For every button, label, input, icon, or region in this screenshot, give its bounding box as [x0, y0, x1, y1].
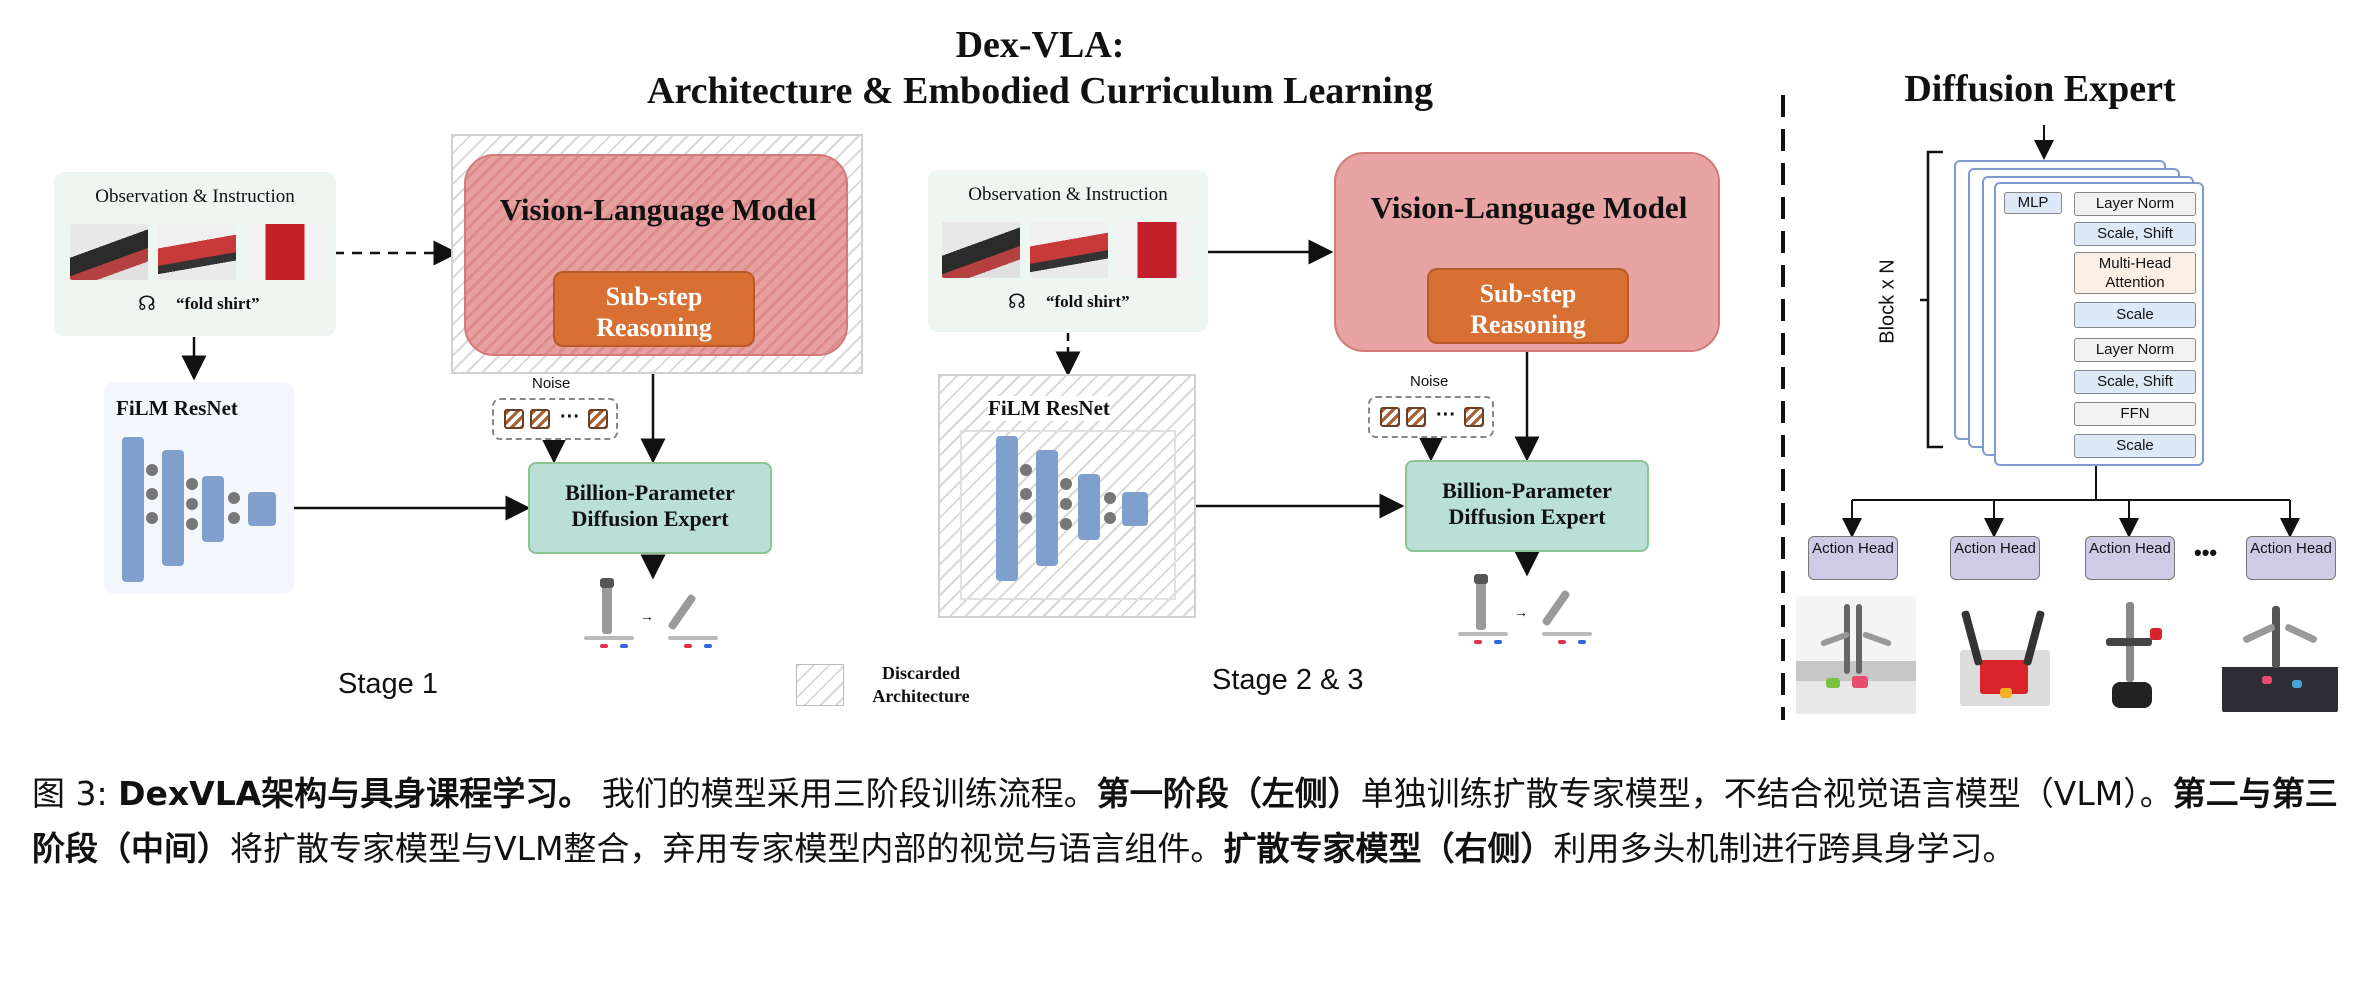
film-layer-1 — [122, 437, 144, 582]
observation-label-2: Observation & Instruction — [968, 184, 1168, 205]
film-resnet-label: FiLM ResNet — [116, 396, 238, 420]
film-resnet-label-2: FiLM ResNet — [988, 396, 1110, 421]
observation-label: Observation & Instruction — [95, 186, 295, 207]
instruction-text: “fold shirt” — [176, 294, 260, 313]
discarded-legend-swatch — [796, 664, 844, 706]
caption-bold-1: DexVLA架构与具身课程学习。 — [118, 774, 592, 813]
observation-image-4 — [942, 222, 1020, 278]
action-heads-ellipsis: ••• — [2194, 540, 2218, 565]
noise-box: ··· — [492, 398, 618, 440]
film-layer-6 — [1036, 450, 1058, 566]
noise-box-2: ··· — [1368, 396, 1494, 438]
action-head-4: Action Head — [2246, 536, 2336, 580]
scale-shift-block-2: Scale, Shift — [2074, 370, 2196, 394]
diffusion-expert-title: Diffusion Expert — [1904, 68, 2176, 110]
observation-image-1 — [70, 224, 148, 280]
caption-text-3: 将扩散专家模型与VLM整合，弃用专家模型内部的视觉与语言组件。 — [230, 829, 1224, 868]
observation-panel: Observation & Instruction ☊ “fold shirt” — [54, 172, 336, 336]
discarded-legend-label: Discarded Architecture — [872, 663, 970, 706]
speech-icon: ☊ — [138, 293, 156, 315]
robot-embodiment-image-1 — [1796, 596, 1916, 714]
noise-label-2: Noise — [1410, 373, 1449, 390]
ffn-block: FFN — [2074, 402, 2196, 426]
observation-image-3 — [246, 224, 324, 280]
observation-panel-2: Observation & Instruction ☊ “fold shirt” — [928, 170, 1208, 332]
film-resnet-panel: FiLM ResNet — [104, 382, 294, 594]
film-layer-2 — [162, 450, 184, 566]
title-line-2: Architecture & Embodied Curriculum Learn… — [647, 70, 1433, 112]
film-layer-3 — [202, 476, 224, 542]
layer-norm-block-2: Layer Norm — [2074, 338, 2196, 362]
noise-dots: ··· — [560, 406, 580, 428]
robot-embodiment-image-3 — [2090, 598, 2174, 716]
film-resnet-discarded-panel: FiLM ResNet — [938, 374, 1196, 618]
film-layer-4 — [248, 492, 276, 526]
sub-step-reasoning-box: Sub-step Reasoning — [553, 271, 755, 347]
film-layer-7 — [1078, 474, 1100, 540]
caption-prefix: 图 3: — [32, 774, 119, 813]
caption-text-2: 单独训练扩散专家模型，不结合视觉语言模型（VLM）。 — [1360, 774, 2173, 813]
transformer-block: MLP Layer Norm Scale, Shift Multi-Head A… — [1994, 182, 2204, 466]
observation-image-5 — [1030, 222, 1108, 278]
robot-embodiment-image-2 — [1950, 600, 2060, 716]
caption-bold-3: 第二与第三阶段（中间） — [32, 774, 2338, 868]
robot-arm-illustration-2: → — [1448, 574, 1608, 648]
film-layer-8 — [1122, 492, 1148, 526]
noise-dots-2: ··· — [1436, 404, 1456, 426]
vlm-label: Vision-Language Model — [499, 192, 817, 227]
speech-icon-2: ☊ — [1008, 291, 1026, 313]
observation-image-6 — [1118, 222, 1196, 278]
robot-embodiment-image-4 — [2222, 600, 2338, 712]
layer-norm-block-1: Layer Norm — [2074, 192, 2196, 216]
action-head-1: Action Head — [1808, 536, 1898, 580]
caption-bold-4: 扩散专家模型（右侧） — [1223, 829, 1554, 868]
observation-image-2 — [158, 224, 236, 280]
scale-block-1: Scale — [2074, 302, 2196, 328]
scale-block-2: Scale — [2074, 434, 2196, 458]
vlm-label-2: Vision-Language Model — [1370, 190, 1688, 225]
stage-2-3-label: Stage 2 & 3 — [1212, 664, 1364, 696]
sub-step-reasoning-box-2: Sub-step Reasoning — [1427, 268, 1629, 344]
instruction-text-2: “fold shirt” — [1046, 292, 1130, 311]
action-head-2: Action Head — [1950, 536, 2040, 580]
figure-title: Dex-VLA: Architecture & Embodied Curricu… — [540, 22, 1540, 114]
multi-head-attention-block: Multi-Head Attention — [2074, 252, 2196, 294]
robot-arm-illustration: → — [574, 578, 734, 652]
film-layer-5 — [996, 436, 1018, 581]
diffusion-expert-box-2: Billion-Parameter Diffusion Expert — [1405, 460, 1649, 552]
caption-text-4: 利用多头机制进行跨具身学习。 — [1553, 829, 2016, 868]
caption-bold-2: 第一阶段（左侧） — [1096, 774, 1361, 813]
figure-caption: 图 3: DexVLA架构与具身课程学习。 我们的模型采用三阶段训练流程。第一阶… — [32, 766, 2342, 876]
caption-text-1: 我们的模型采用三阶段训练流程。 — [591, 774, 1097, 813]
scale-shift-block-1: Scale, Shift — [2074, 222, 2196, 246]
block-x-n-label: Block x N — [1876, 259, 1899, 344]
action-head-3: Action Head — [2085, 536, 2175, 580]
mlp-block: MLP — [2004, 192, 2062, 214]
stage-1-label: Stage 1 — [338, 668, 438, 700]
title-line-1: Dex-VLA: — [955, 24, 1125, 66]
noise-label: Noise — [532, 375, 571, 392]
diffusion-expert-box: Billion-Parameter Diffusion Expert — [528, 462, 772, 554]
